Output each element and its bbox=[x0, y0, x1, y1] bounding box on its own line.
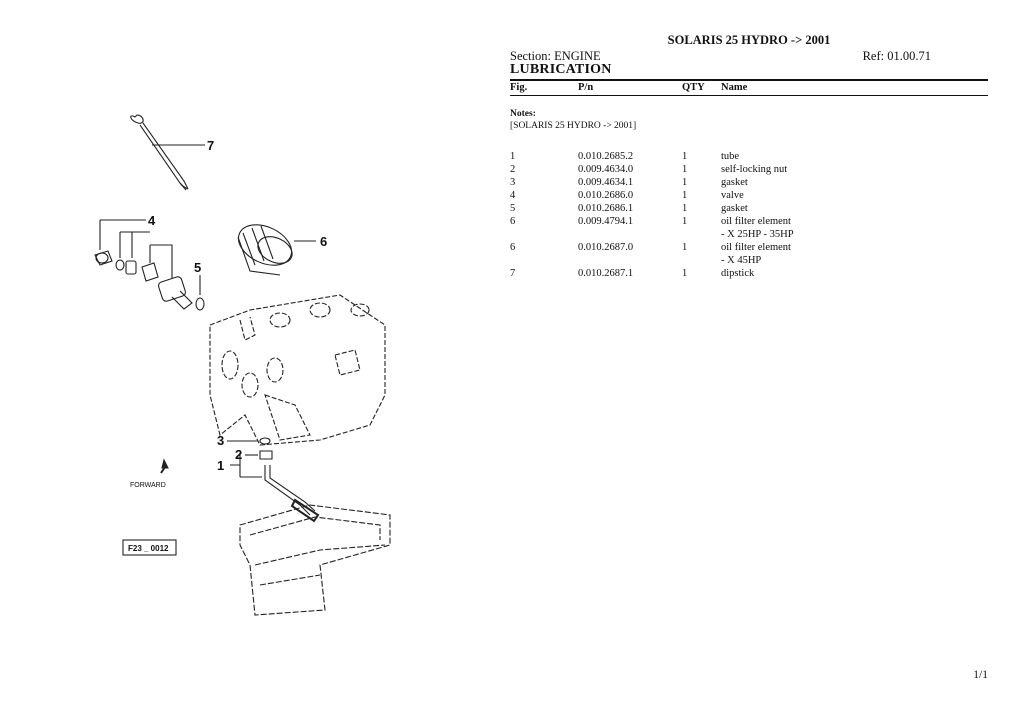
engine-block-outline bbox=[209, 294, 386, 446]
part-number-cell: 0.009.4634.1 bbox=[578, 177, 634, 188]
table-row: 3 0.009.4634.1 1 gasket bbox=[510, 176, 988, 189]
callout-5: 5 bbox=[194, 260, 201, 275]
table-row: 6 0.009.4794.1 1 oil filter element bbox=[510, 215, 988, 228]
column-header-fig: Fig. bbox=[510, 82, 528, 93]
fig-cell: 7 bbox=[510, 268, 516, 279]
fig-cell: 3 bbox=[510, 177, 516, 188]
name-cell: - X 45HP bbox=[721, 255, 762, 266]
column-header-name: Name bbox=[721, 82, 748, 93]
name-cell: self-locking nut bbox=[721, 164, 788, 175]
part-number-cell: 0.010.2686.1 bbox=[578, 203, 634, 214]
part-number-cell: 0.010.2687.0 bbox=[578, 242, 634, 253]
part-number-cell: 0.010.2685.2 bbox=[578, 151, 634, 162]
page-heading: LUBRICATION bbox=[510, 62, 612, 77]
name-cell: tube bbox=[721, 151, 740, 162]
section-label: Section: ENGINE bbox=[510, 49, 601, 63]
column-header-rule bbox=[510, 95, 988, 96]
qty-cell: 1 bbox=[682, 203, 688, 214]
reference-number: Ref: 01.00.71 bbox=[862, 49, 931, 63]
callout-1: 1 bbox=[217, 458, 224, 473]
table-row: 5 0.010.2686.1 1 gasket bbox=[510, 202, 988, 215]
figure-code-box bbox=[122, 539, 177, 556]
table-row: 6 0.010.2687.0 1 oil filter element bbox=[510, 241, 988, 254]
column-header-qty: QTY bbox=[682, 82, 705, 93]
lubrication-exploded-diagram: 7 4 6 5 3 2 1 FORWARD F23 _ 0012 bbox=[94, 114, 391, 616]
forward-arrow-icon bbox=[160, 458, 169, 474]
column-header-pn: P/n bbox=[578, 82, 594, 93]
qty-cell: 1 bbox=[682, 242, 688, 253]
dipstick-part bbox=[130, 114, 189, 191]
part-number-cell: 0.010.2686.0 bbox=[578, 190, 634, 201]
fig-cell: 5 bbox=[510, 203, 516, 214]
callout-7: 7 bbox=[207, 138, 214, 153]
table-row: - X 45HP bbox=[510, 254, 988, 267]
fig-cell: 6 bbox=[510, 242, 516, 253]
forward-label: FORWARD bbox=[130, 482, 166, 489]
part-number-cell: 0.009.4794.1 bbox=[578, 216, 634, 227]
table-row: 1 0.010.2685.2 1 tube bbox=[510, 150, 988, 163]
callout-6: 6 bbox=[320, 234, 327, 249]
notes-label: Notes: bbox=[510, 109, 536, 119]
oil-pan-outline bbox=[239, 504, 391, 616]
heading-rule bbox=[510, 79, 988, 81]
fig-cell: 2 bbox=[510, 164, 516, 175]
qty-cell: 1 bbox=[682, 190, 688, 201]
qty-cell: 1 bbox=[682, 268, 688, 279]
qty-cell: 1 bbox=[682, 177, 688, 188]
part-number-cell: 0.010.2687.1 bbox=[578, 268, 634, 279]
table-row: - X 25HP - 35HP bbox=[510, 228, 988, 241]
table-row: 4 0.010.2686.0 1 valve bbox=[510, 189, 988, 202]
name-cell: dipstick bbox=[721, 268, 755, 279]
name-cell: gasket bbox=[721, 203, 748, 214]
page-number: 1/1 bbox=[973, 669, 988, 681]
name-cell: gasket bbox=[721, 177, 748, 188]
table-row: 7 0.010.2687.1 1 dipstick bbox=[510, 267, 988, 280]
document-title: SOLARIS 25 HYDRO -> 2001 bbox=[667, 33, 831, 47]
figure-code: F23 _ 0012 bbox=[128, 544, 169, 553]
gasket-nut-tube-parts bbox=[259, 437, 320, 523]
name-cell: oil filter element bbox=[721, 242, 791, 253]
fig-cell: 1 bbox=[510, 151, 516, 162]
callout-4: 4 bbox=[148, 213, 156, 228]
name-cell: valve bbox=[721, 190, 744, 201]
callout-2: 2 bbox=[235, 447, 242, 462]
notes-text: [SOLARIS 25 HYDRO -> 2001] bbox=[510, 121, 637, 131]
qty-cell: 1 bbox=[682, 216, 688, 227]
fig-cell: 6 bbox=[510, 216, 516, 227]
oil-filter-part bbox=[237, 224, 293, 276]
part-number-cell: 0.009.4634.0 bbox=[578, 164, 634, 175]
name-cell: oil filter element bbox=[721, 216, 791, 227]
callout-3: 3 bbox=[217, 433, 224, 448]
qty-cell: 1 bbox=[682, 151, 688, 162]
valve-assembly-part bbox=[94, 219, 205, 311]
fig-cell: 4 bbox=[510, 190, 516, 201]
table-row: 2 0.009.4634.0 1 self-locking nut bbox=[510, 163, 988, 176]
parts-table: 1 0.010.2685.2 1 tube 2 0.009.4634.0 1 s… bbox=[510, 150, 988, 280]
name-cell: - X 25HP - 35HP bbox=[721, 229, 794, 240]
qty-cell: 1 bbox=[682, 164, 688, 175]
